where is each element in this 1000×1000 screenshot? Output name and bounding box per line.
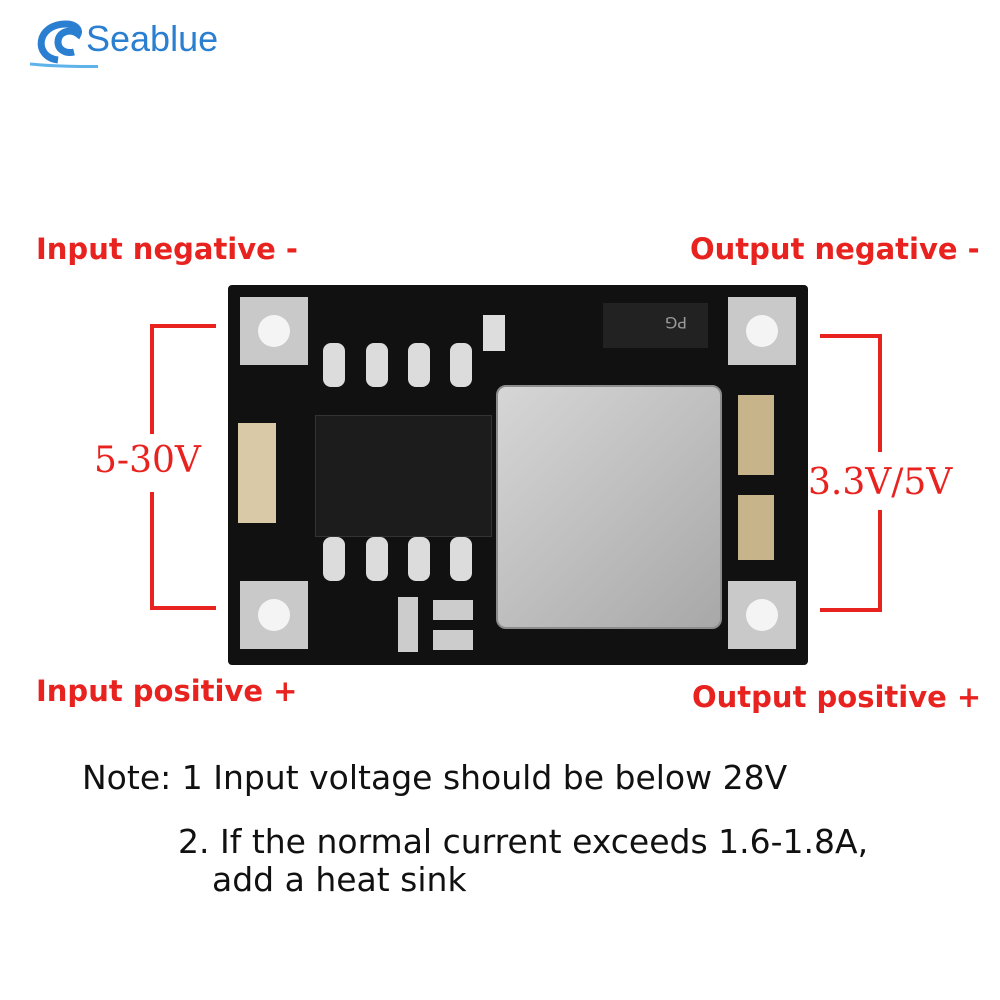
input-positive-label: Input positive + [36, 674, 298, 708]
pcb-board: PG [228, 285, 808, 665]
ic-chip [315, 415, 492, 537]
brand-logo: Seablue [28, 12, 228, 72]
output-voltage-label: 3.3V/5V [808, 462, 953, 503]
note-line-1: Note: 1 Input voltage should be below 28… [82, 758, 788, 797]
output-positive-label: Output positive + [692, 680, 982, 714]
output-negative-label: Output negative - [690, 232, 980, 266]
input-negative-pad [240, 297, 308, 365]
output-positive-pad [728, 581, 796, 649]
output-negative-pad [728, 297, 796, 365]
note-line-2: 2. If the normal current exceeds 1.6-1.8… [178, 822, 869, 861]
input-negative-label: Input negative - [36, 232, 298, 266]
input-voltage-label: 5-30V [94, 440, 201, 481]
note-line-3: add a heat sink [212, 860, 467, 899]
inductor-shield [496, 385, 722, 629]
wave-logo-icon [29, 20, 98, 69]
brand-name: Seablue [86, 18, 219, 59]
input-positive-pad [240, 581, 308, 649]
chip-marking: PG [665, 313, 688, 332]
diode: PG [603, 303, 708, 348]
